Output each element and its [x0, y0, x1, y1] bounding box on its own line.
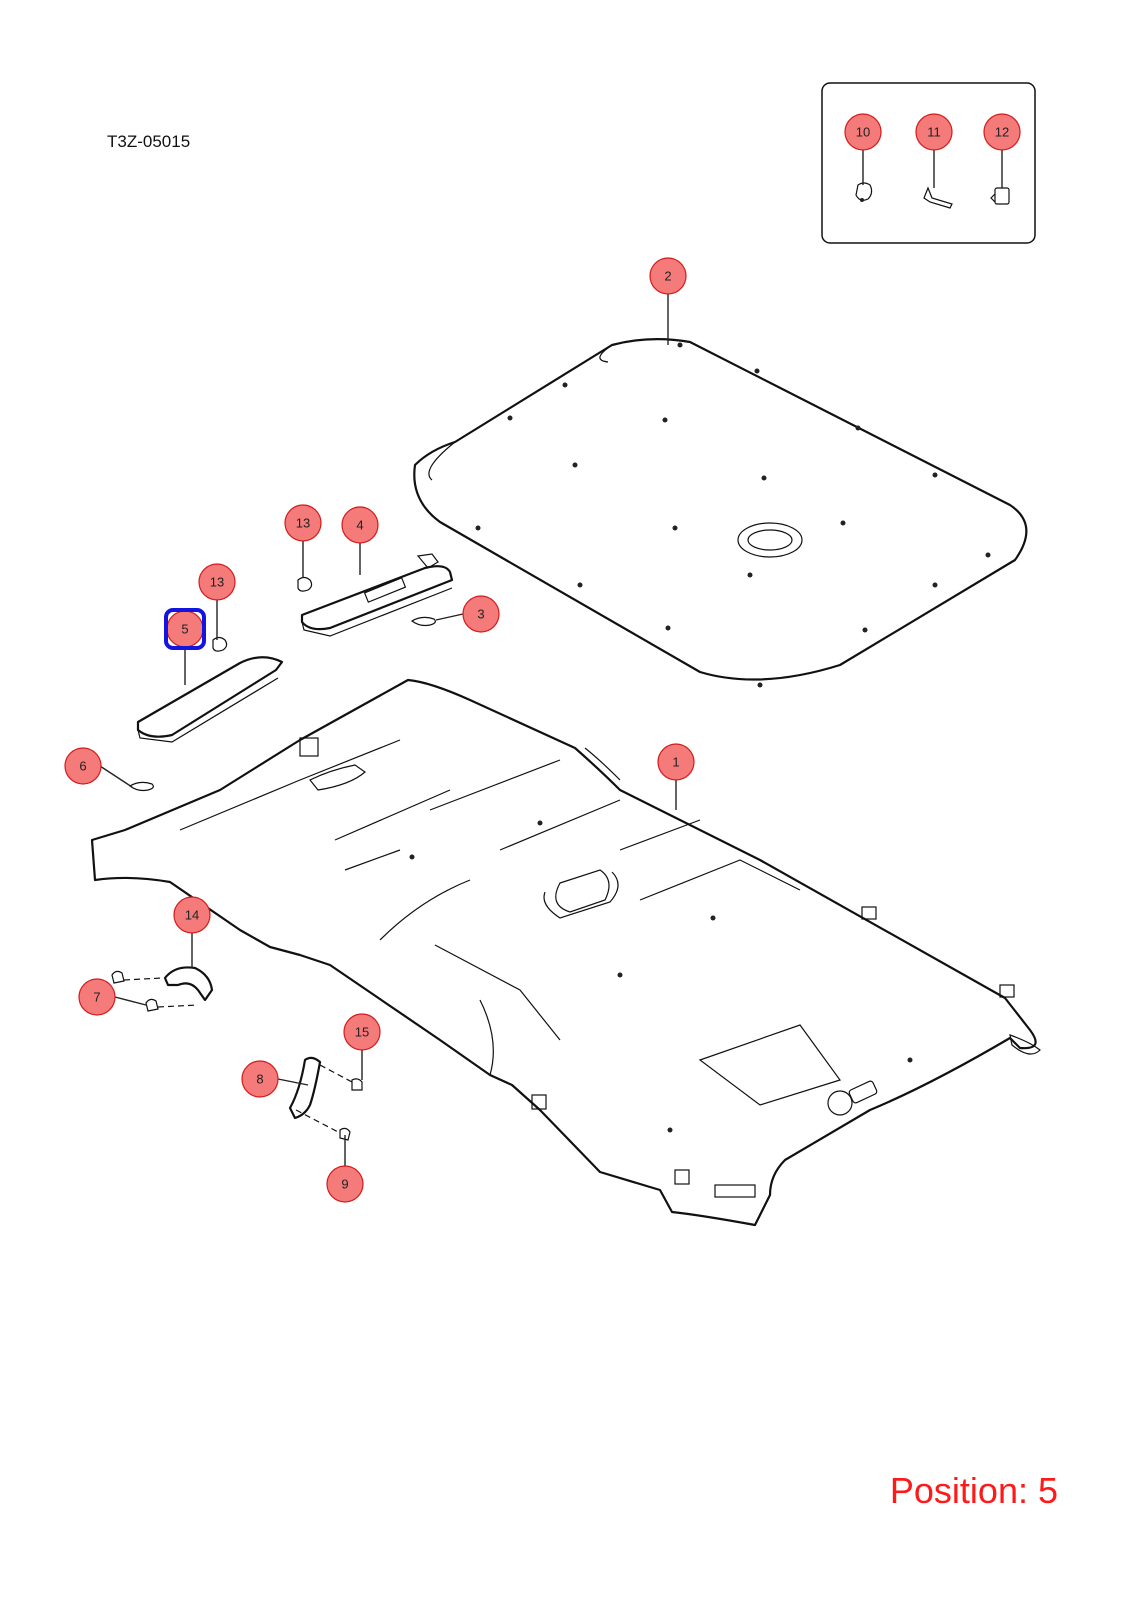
callout-8-label: 8: [256, 1072, 263, 1087]
guide-line-7-lower: [157, 1004, 199, 1008]
callout-leaders: [99, 150, 1003, 1166]
headliner-part-1: [90, 678, 1041, 1227]
callout-6-label: 6: [79, 759, 86, 774]
grab-handle-part-14: [163, 966, 214, 1002]
callout-14-label: 14: [185, 908, 199, 923]
cap-part-7-upper: [111, 970, 125, 984]
callout-2-label: 2: [664, 269, 671, 284]
clip-part-10: [855, 182, 873, 202]
callout-10-label: 10: [856, 125, 870, 140]
callout-13-lower-label: 13: [210, 575, 224, 590]
clip-part-13-lower: [212, 636, 228, 652]
callout-1[interactable]: 1: [657, 743, 695, 781]
grab-handle-part-8: [288, 1056, 322, 1120]
callout-10[interactable]: 10: [844, 113, 882, 151]
position-indicator: Position: 5: [889, 1470, 1058, 1511]
callout-7-label: 7: [93, 990, 100, 1005]
callout-12[interactable]: 12: [983, 113, 1021, 151]
callout-15-label: 15: [355, 1025, 369, 1040]
guide-line-7-upper: [123, 977, 163, 981]
callout-8[interactable]: 8: [241, 1060, 279, 1098]
callout-14[interactable]: 14: [173, 896, 211, 934]
callout-2[interactable]: 2: [649, 257, 687, 295]
callout-3[interactable]: 3: [462, 595, 500, 633]
callout-15[interactable]: 15: [343, 1013, 381, 1051]
cap-part-7-lower: [145, 998, 159, 1012]
visor-holder-part-3: [410, 616, 436, 627]
callout-13-lower[interactable]: 13: [198, 563, 236, 601]
cap-part-9: [339, 1127, 351, 1141]
callout-9-label: 9: [341, 1177, 348, 1192]
fastener-inset-box: [821, 82, 1036, 244]
guide-line-15: [319, 1064, 353, 1083]
headliner-panel-part-2: [413, 338, 1028, 688]
selected-callout-highlight: [164, 608, 206, 650]
callout-4-label: 4: [356, 518, 363, 533]
cap-part-15: [351, 1078, 363, 1091]
callout-3-label: 3: [477, 607, 484, 622]
sun-visor-part-4: [300, 553, 454, 637]
callout-1-label: 1: [672, 755, 679, 770]
callout-6[interactable]: 6: [64, 747, 102, 785]
callout-11-label: 11: [927, 125, 941, 140]
callout-5-label: 5: [181, 622, 188, 637]
sun-visor-part-5: [136, 656, 284, 743]
diagram-code: T3Z-05015: [107, 132, 191, 151]
callout-13-upper[interactable]: 13: [284, 504, 322, 542]
callout-9[interactable]: 9: [326, 1165, 364, 1203]
callout-4[interactable]: 4: [341, 506, 379, 544]
clip-part-13-upper: [297, 576, 313, 592]
guide-line-9: [295, 1109, 341, 1134]
visor-holder-part-6: [128, 781, 154, 792]
callout-11[interactable]: 11: [915, 113, 953, 151]
callout-12-label: 12: [995, 125, 1009, 140]
screw-part-11: [923, 186, 953, 209]
callout-5[interactable]: 5: [164, 608, 206, 650]
callout-13-upper-label: 13: [296, 516, 310, 531]
callout-7[interactable]: 7: [78, 978, 116, 1016]
